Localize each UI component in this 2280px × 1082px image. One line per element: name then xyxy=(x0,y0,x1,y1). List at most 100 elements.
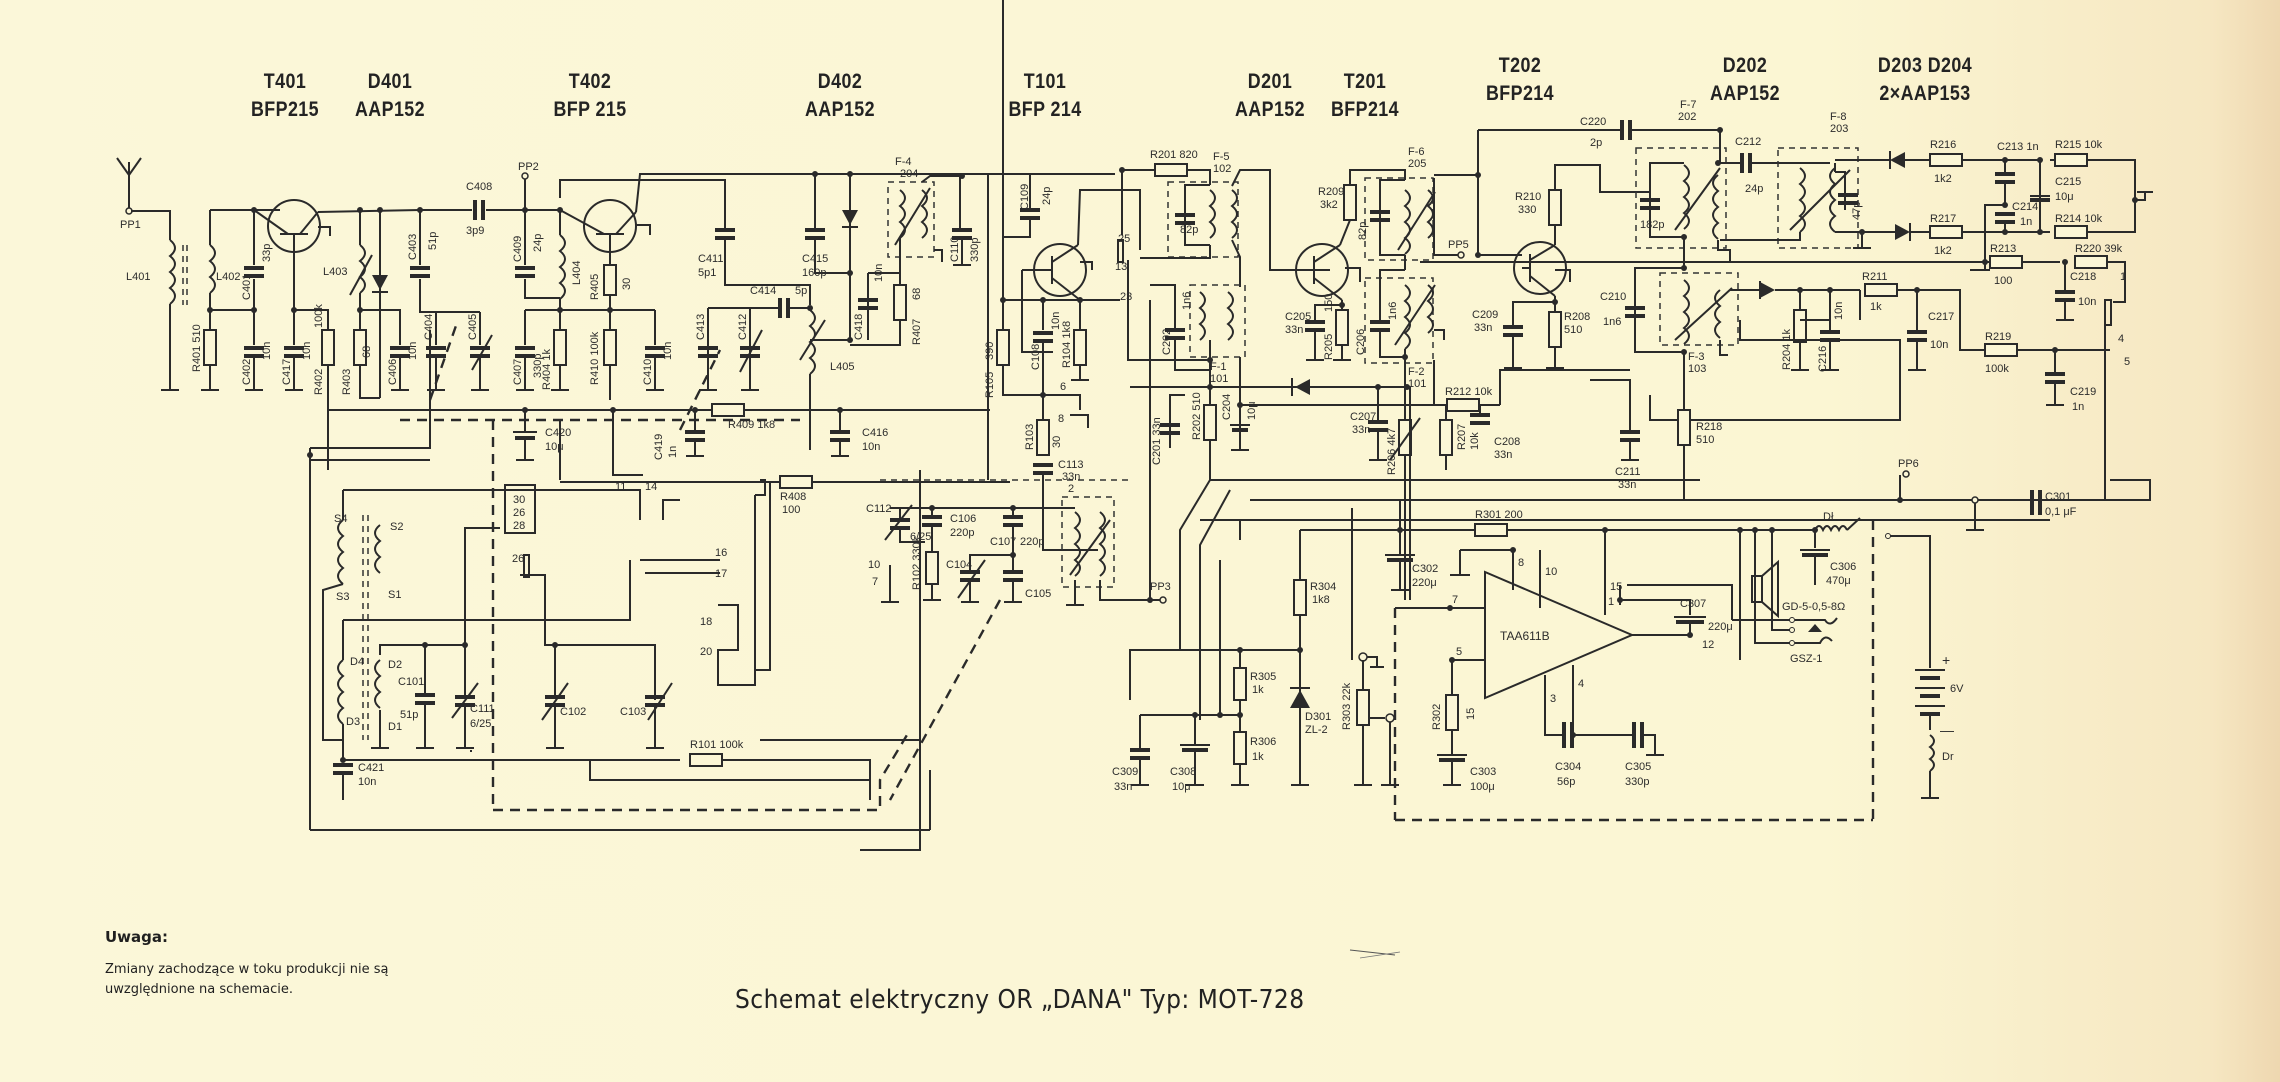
resistor-r301 xyxy=(1474,523,1508,537)
pin-20: 20 xyxy=(700,646,712,658)
label-s2: S2 xyxy=(390,521,403,533)
resistor-r215 xyxy=(2054,153,2088,167)
value-c402: 10n xyxy=(261,342,273,360)
label-301: 2 xyxy=(1068,483,1074,495)
label-c216: C216 xyxy=(1817,346,1829,372)
volume-switch[interactable] xyxy=(2104,299,2112,326)
label-r209: R209 xyxy=(1318,186,1344,198)
resistor-r218 xyxy=(1677,409,1691,446)
if-transformer-f4 xyxy=(887,181,935,258)
diode-d201 xyxy=(1295,379,1310,395)
value-c403: 51p xyxy=(427,232,439,250)
label-r410: R410 100k xyxy=(589,331,601,385)
resistor-r101 xyxy=(689,753,723,767)
antenna-icon xyxy=(116,157,142,210)
jack-socket-icon[interactable] xyxy=(1789,617,1838,646)
if-transformer-f6 xyxy=(1364,177,1434,261)
label-c101: C101 xyxy=(398,676,424,688)
label-r212: R212 10k xyxy=(1445,386,1493,398)
ic-pin-3: 3 xyxy=(1550,693,1556,705)
label-c102: C102 xyxy=(560,706,586,718)
value-r407: 68 xyxy=(911,288,923,300)
label-r208: R208 xyxy=(1564,311,1590,323)
label-l404: L404 xyxy=(571,261,583,285)
value-c401: 33p xyxy=(261,244,273,262)
value-r209: 3k2 xyxy=(1320,199,1338,211)
value-r205: 150 xyxy=(1323,294,1335,312)
value-f2: 101 xyxy=(1408,378,1426,390)
label-r213: R213 xyxy=(1990,243,2016,255)
resistor-r213 xyxy=(1989,255,2023,269)
ic-pin-1: 1 xyxy=(1608,596,1614,608)
label-c406: C406 xyxy=(387,359,399,385)
label-c215: C215 xyxy=(2055,176,2081,188)
label-c308: C308 xyxy=(1170,766,1196,778)
value-c301: 0,1 μF xyxy=(2045,506,2077,518)
label-r104: R104 1k8 xyxy=(1061,321,1073,368)
label-c214: C214 xyxy=(2012,201,2038,213)
label-c220: C220 xyxy=(1580,116,1606,128)
battery-plus: + xyxy=(1942,652,1950,668)
label-c402: C402 xyxy=(241,359,253,385)
label-r303: R303 22k xyxy=(1341,682,1353,730)
transistor-t402 xyxy=(559,199,637,265)
value-r216: 1k2 xyxy=(1934,173,1952,185)
label-d4: D4 xyxy=(350,656,364,668)
label-r304: R304 xyxy=(1310,581,1336,593)
label-c213: C213 1n xyxy=(1997,141,2039,153)
pin-11: 11 xyxy=(615,481,626,493)
potentiometer-r303[interactable] xyxy=(1356,689,1370,726)
resistor-r205 xyxy=(1335,309,1349,346)
label-l403: L403 xyxy=(323,266,347,278)
value-c306: 470μ xyxy=(1826,575,1851,587)
test-point-pp3 xyxy=(1159,596,1167,604)
label-d301: D301 xyxy=(1305,711,1331,723)
label-c301: C301 xyxy=(2045,491,2071,503)
value-r302: 15 xyxy=(1465,708,1477,720)
label-d1: D1 xyxy=(388,721,402,733)
value-c208: 33n xyxy=(1494,449,1512,461)
label-c111: C111 xyxy=(470,703,495,715)
battery-minus: — xyxy=(1940,722,1954,738)
label-s1: S1 xyxy=(388,589,401,601)
value-c218b: 47p xyxy=(1851,202,1863,220)
label-r211: R211 xyxy=(1862,271,1887,283)
diode-d402 xyxy=(842,210,858,225)
pin-7-b: 7 xyxy=(872,576,878,588)
label-d2: D2 xyxy=(388,659,402,671)
value-c203: 82p xyxy=(1180,224,1198,236)
value-f7: 202 xyxy=(1678,111,1696,123)
value-c420: 10μ xyxy=(545,441,564,453)
label-c411: C411 xyxy=(698,253,723,265)
value-c212: 24p xyxy=(1745,183,1763,195)
pin-25: 25 xyxy=(1118,233,1130,245)
coil-d3-d4 xyxy=(337,659,345,725)
label-r205: R205 xyxy=(1323,334,1335,360)
label-c112: C112 xyxy=(866,503,891,515)
label-pp1: PP1 xyxy=(120,219,141,231)
resistor-r210 xyxy=(1548,189,1562,226)
label-f1: F-1 xyxy=(1210,361,1227,373)
value-c205: 33n xyxy=(1285,324,1303,336)
if-transformer-f2 xyxy=(1364,277,1434,364)
value-r402: 100k xyxy=(313,304,325,328)
pin-13: 13 xyxy=(1115,261,1127,273)
label-c415: C415 xyxy=(802,253,828,265)
diode-d401 xyxy=(372,275,388,290)
note-line-2: uwzględnione na schemacie. xyxy=(105,982,293,997)
label-c204: C204 xyxy=(1221,394,1233,420)
label-c104: C104 xyxy=(946,559,972,571)
value-c414: 5p xyxy=(795,285,807,297)
power-switch[interactable] xyxy=(1846,517,1861,531)
label-c209: C209 xyxy=(1472,309,1498,321)
label-c210: C210 xyxy=(1600,291,1626,303)
resistor-r105 xyxy=(996,329,1010,366)
resistor-r207 xyxy=(1439,419,1453,456)
label-r215: R215 10k xyxy=(2055,139,2103,151)
label-r216: R216 xyxy=(1930,139,1956,151)
note-line-1: Zmiany zachodzące w toku produkcji nie s… xyxy=(105,962,389,977)
